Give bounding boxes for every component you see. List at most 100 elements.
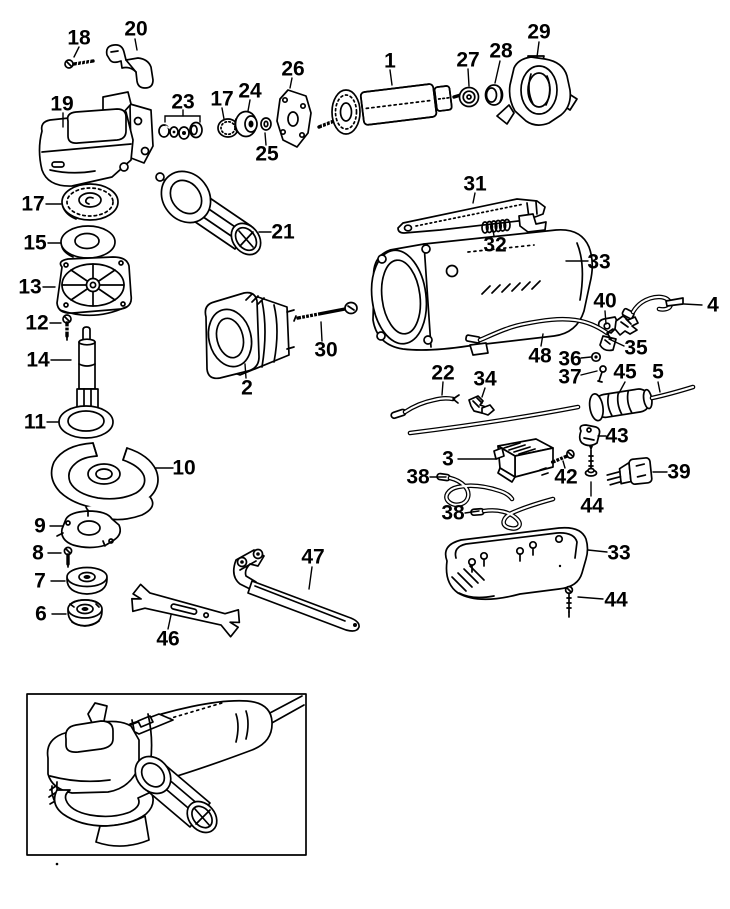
part-label-17: 17 <box>210 88 233 111</box>
part-label-3: 3 <box>442 448 454 471</box>
part-label-10: 10 <box>172 457 195 480</box>
part-label-26: 26 <box>281 58 304 81</box>
part-label-44: 44 <box>580 495 604 518</box>
part-38-lead-wire-b-drawing <box>470 496 556 531</box>
part-43-clamp-drawing <box>578 424 601 447</box>
part-label-30: 30 <box>314 339 337 362</box>
part-label-14: 14 <box>26 349 50 372</box>
leader-line-31 <box>472 192 476 204</box>
part-20-bracket-drawing <box>105 44 154 89</box>
leader-line-32 <box>492 229 495 237</box>
part-label-46: 46 <box>156 628 179 651</box>
part-17-bevel-gear-drawing <box>61 183 119 221</box>
part-label-22: 22 <box>431 362 454 385</box>
leader-line-24 <box>247 99 251 112</box>
part-15-washer-drawing <box>60 225 116 259</box>
part-6-lock-nut-drawing <box>67 599 103 627</box>
part-label-47: 47 <box>301 546 324 569</box>
part-2-field-stator-drawing <box>204 291 295 380</box>
part-46-wrench-drawing <box>131 583 241 638</box>
part-label-7: 7 <box>34 570 46 593</box>
part-label-39: 39 <box>667 461 690 484</box>
part-24-bearing-drawing <box>234 110 258 138</box>
leader-line-42 <box>562 460 566 469</box>
leader-line-46 <box>167 614 172 630</box>
part-28-ring-drawing <box>484 84 504 106</box>
part-label-17: 17 <box>21 193 44 216</box>
part-38-lead-wire-a-drawing <box>436 472 515 508</box>
part-47-pin-spanner-drawing <box>232 548 360 632</box>
part-23-ring-set-drawing <box>158 121 203 140</box>
leader-line-4 <box>683 303 703 306</box>
part-label-43: 43 <box>605 425 628 448</box>
part-label-19: 19 <box>50 93 73 116</box>
part-label-45: 45 <box>613 361 637 384</box>
leader-line-28 <box>494 60 501 84</box>
leader-line-27 <box>467 68 470 87</box>
part-label-31: 31 <box>463 173 487 196</box>
part-label-2: 2 <box>241 377 253 400</box>
part-33-housing-top-drawing <box>370 228 594 356</box>
part-4-wire-drawing <box>621 294 684 320</box>
part-31-slide-bar-drawing <box>397 198 547 234</box>
leader-line-2 <box>244 363 247 379</box>
part-19-gear-housing-drawing <box>38 91 154 187</box>
leader-line-44 <box>577 596 604 600</box>
leader-line-18 <box>73 46 80 58</box>
leader-line-40 <box>604 310 607 325</box>
part-30-screw-drawing <box>293 301 358 322</box>
part-9-flange-drawing <box>56 510 122 549</box>
part-25-washer-drawing <box>260 117 272 131</box>
part-label-11: 11 <box>24 411 47 434</box>
part-label-24: 24 <box>238 80 262 103</box>
part-label-44: 44 <box>604 589 628 612</box>
part-label-9: 9 <box>34 515 46 538</box>
part-8-screw-drawing <box>63 546 73 568</box>
part-12-screw-drawing <box>62 314 72 341</box>
leader-line-38 <box>464 510 480 514</box>
part-3-switch-drawing <box>493 438 554 483</box>
leader-line-37 <box>580 370 598 376</box>
part-label-20: 20 <box>124 18 147 41</box>
inset-assembled-grinder <box>26 693 307 866</box>
part-label-28: 28 <box>489 40 513 63</box>
part-1-armature-drawing <box>317 83 469 135</box>
part-27-bearing-drawing <box>458 86 480 108</box>
part-label-5: 5 <box>652 361 664 384</box>
part-35-terminal-cluster-drawing <box>599 315 639 352</box>
leader-line-22 <box>441 381 444 396</box>
part-10-wheel-guard-drawing <box>50 442 159 521</box>
part-36-nut-drawing <box>590 351 602 363</box>
part-48-lead-wire-drawing <box>465 316 614 344</box>
part-label-12: 12 <box>25 312 48 335</box>
leader-line-34 <box>481 387 486 398</box>
leader-line-29 <box>536 41 540 58</box>
leader-line-30 <box>320 321 323 342</box>
leader-line-1 <box>389 69 393 86</box>
diagram-artwork <box>26 44 696 866</box>
leader-line-26 <box>289 77 293 89</box>
part-label-1: 1 <box>384 50 396 73</box>
part-label-33: 33 <box>607 542 630 565</box>
part-label-40: 40 <box>593 290 616 313</box>
part-label-32: 32 <box>483 234 506 257</box>
part-label-48: 48 <box>528 345 552 368</box>
leader-line-47 <box>308 566 313 590</box>
part-label-29: 29 <box>527 21 550 44</box>
leader-line-20 <box>134 38 138 51</box>
part-label-6: 6 <box>35 603 47 626</box>
part-13-bearing-flange-drawing <box>56 256 133 317</box>
part-label-4: 4 <box>707 294 719 317</box>
part-34-brush-terminals-drawing <box>468 395 495 416</box>
leader-line-17 <box>221 107 225 120</box>
part-label-23: 23 <box>171 91 194 114</box>
part-11-ring-drawing <box>58 405 114 439</box>
leader-line-45 <box>618 381 626 394</box>
part-label-37: 37 <box>558 366 581 389</box>
part-37-screw-drawing <box>597 365 607 383</box>
part-label-25: 25 <box>255 143 279 166</box>
part-33-housing-bottom-drawing <box>444 526 589 601</box>
part-21-side-handle-drawing <box>155 170 262 256</box>
